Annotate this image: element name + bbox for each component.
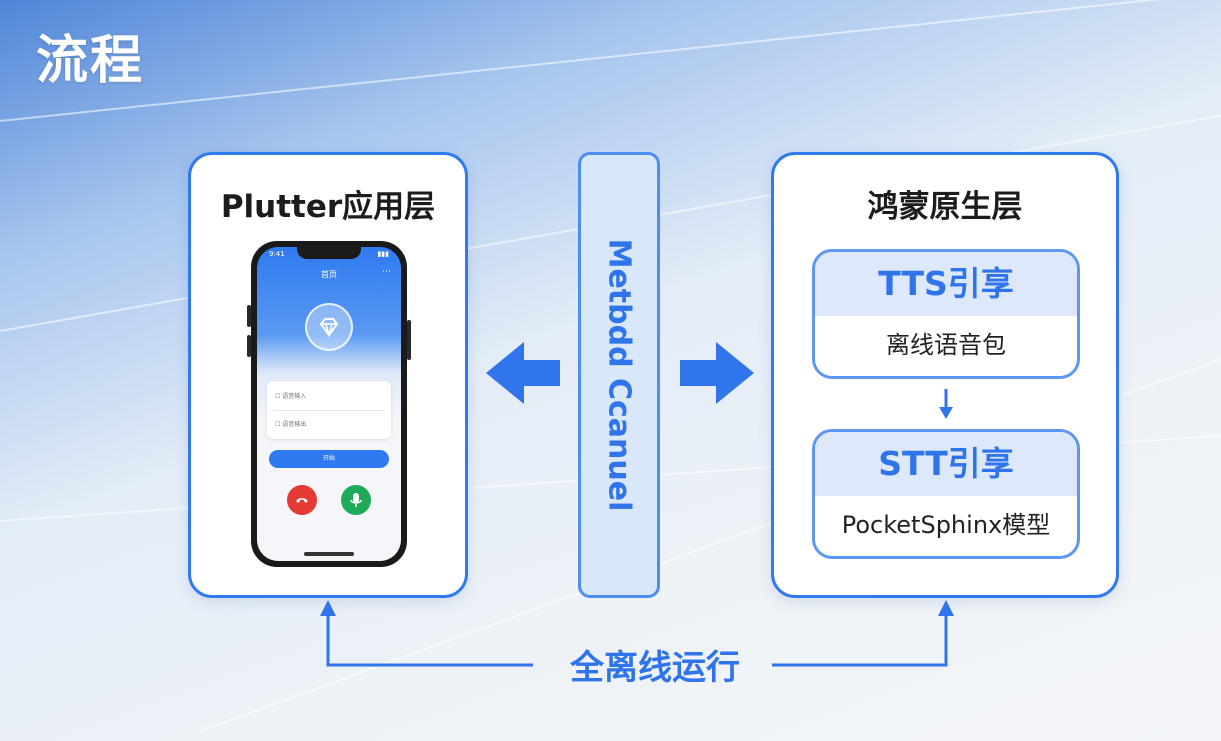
flutter-layer-title: Plutter应用层 xyxy=(220,189,436,225)
battery-icon: ▮▮▮ xyxy=(377,250,389,258)
background-line xyxy=(0,0,1221,122)
phone-mockup: 9:41 ▮▮▮ 首页 ⋯ ☐ 语音输入 ☐ 语音输出 开始 xyxy=(251,241,407,567)
phone-volume-button xyxy=(247,305,251,327)
stt-engine-subtitle: PocketSphinx模型 xyxy=(841,511,1051,539)
phone-header-title: 首页 xyxy=(321,270,337,279)
tts-engine-title: TTS引享 xyxy=(815,252,1077,316)
phone-notch xyxy=(297,247,361,259)
method-channel-label: Metbdd Ccanuel xyxy=(601,238,637,512)
phone-status-time: 9:41 xyxy=(269,250,285,258)
hangup-button[interactable] xyxy=(287,485,317,515)
tts-engine-subtitle: 离线语音包 xyxy=(886,331,1006,359)
voice-input-field[interactable]: ☐ 语音输入 xyxy=(275,393,307,400)
phone-start-button[interactable]: 开始 xyxy=(269,450,389,468)
voice-output-field[interactable]: ☐ 语音输出 xyxy=(275,421,307,428)
arrow-down-icon xyxy=(939,389,953,419)
phone-input-card: ☐ 语音输入 ☐ 语音输出 xyxy=(267,381,391,439)
microphone-icon xyxy=(350,493,362,507)
phone-power-button xyxy=(407,320,411,360)
tts-engine-box: TTS引享 离线语音包 xyxy=(812,249,1080,379)
method-channel-bar: Metbdd Ccanuel xyxy=(578,152,660,598)
harmony-layer-title: 鸿蒙原生层 xyxy=(867,189,1023,225)
harmony-native-layer-panel: 鸿蒙原生层 TTS引享 离线语音包 STT引享 PocketSphinx模型 xyxy=(771,152,1119,598)
app-logo-icon xyxy=(305,303,353,351)
diamond-icon xyxy=(320,318,338,338)
arrow-right-icon xyxy=(680,342,754,404)
stt-engine-box: STT引享 PocketSphinx模型 xyxy=(812,429,1080,559)
phone-volume-button xyxy=(247,335,251,357)
card-divider xyxy=(273,410,385,411)
phone-hangup-icon xyxy=(296,498,308,503)
microphone-button[interactable] xyxy=(341,485,371,515)
stt-engine-title: STT引享 xyxy=(815,432,1077,496)
more-icon[interactable]: ⋯ xyxy=(382,267,391,277)
phone-home-indicator xyxy=(304,552,354,556)
phone-screen: 9:41 ▮▮▮ 首页 ⋯ ☐ 语音输入 ☐ 语音输出 开始 xyxy=(257,247,401,561)
flutter-app-layer-panel: Plutter应用层 9:41 ▮▮▮ 首页 ⋯ ☐ 语音输入 ☐ 语音输出 开… xyxy=(188,152,468,598)
arrow-left-icon xyxy=(486,342,560,404)
offline-run-label: 全离线运行 xyxy=(570,648,740,688)
slide-title: 流程 xyxy=(36,31,145,91)
